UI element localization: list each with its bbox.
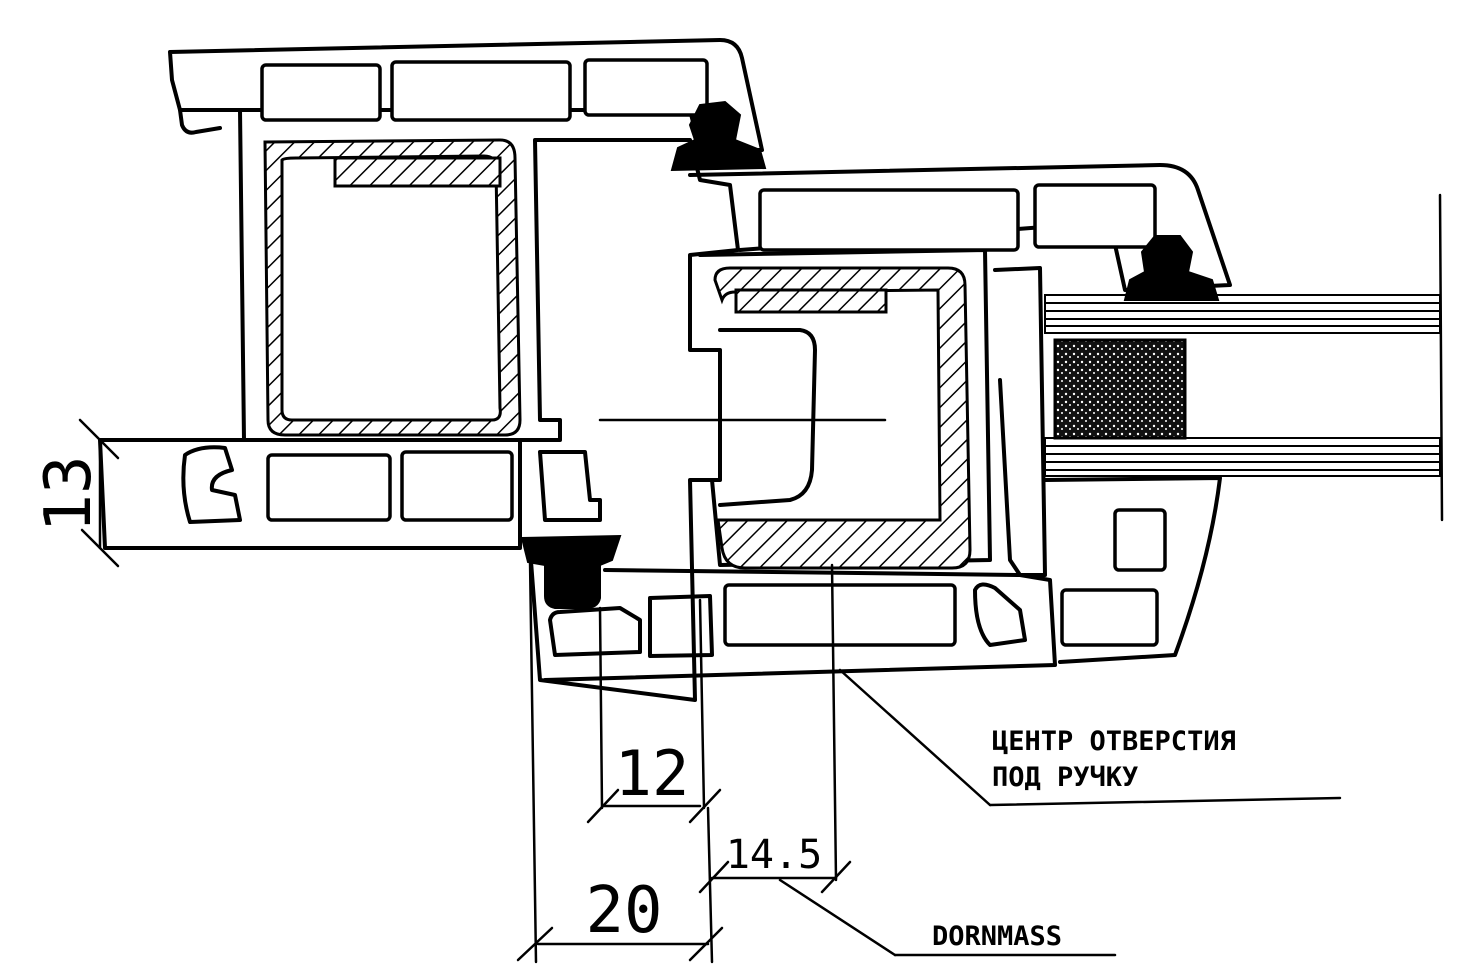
gaskets bbox=[520, 100, 1220, 609]
sash-profile bbox=[543, 163, 1232, 682]
dimension-lines bbox=[78, 418, 1342, 964]
handle-center-note-line1: ЦЕНТР ОТВЕРСТИЯ bbox=[992, 726, 1236, 757]
glazing-unit bbox=[1044, 193, 1444, 522]
frame-chamber bbox=[400, 450, 514, 522]
dimension-20-label: 20 bbox=[585, 874, 662, 948]
sash-chamber bbox=[723, 583, 957, 647]
dornmass-note: DORNMASS bbox=[932, 921, 1062, 952]
sash-chamber bbox=[1060, 588, 1159, 647]
frame-outer-gasket bbox=[670, 100, 767, 172]
sash-chamber bbox=[1113, 508, 1167, 572]
sash-reinforcement bbox=[713, 266, 972, 570]
sash-chamber bbox=[758, 188, 1020, 252]
dimension-14-5-label: 14.5 bbox=[726, 832, 822, 878]
frame-chamber bbox=[260, 63, 382, 122]
handle-center-note-line2: ПОД РУЧКУ bbox=[992, 762, 1138, 793]
frame-chamber bbox=[583, 58, 709, 117]
dimension-13-label: 13 bbox=[32, 455, 106, 532]
frame-reinforcement bbox=[263, 138, 522, 437]
frame-inner-gasket bbox=[520, 534, 622, 609]
frame-chamber bbox=[390, 60, 572, 122]
sash-glazing-gasket bbox=[1123, 235, 1220, 301]
frame-chamber bbox=[266, 453, 392, 522]
frame-profile bbox=[98, 38, 764, 702]
spacer-desiccant bbox=[1053, 338, 1187, 440]
sash-chamber bbox=[1033, 183, 1157, 249]
dimension-12-label: 12 bbox=[615, 737, 690, 810]
